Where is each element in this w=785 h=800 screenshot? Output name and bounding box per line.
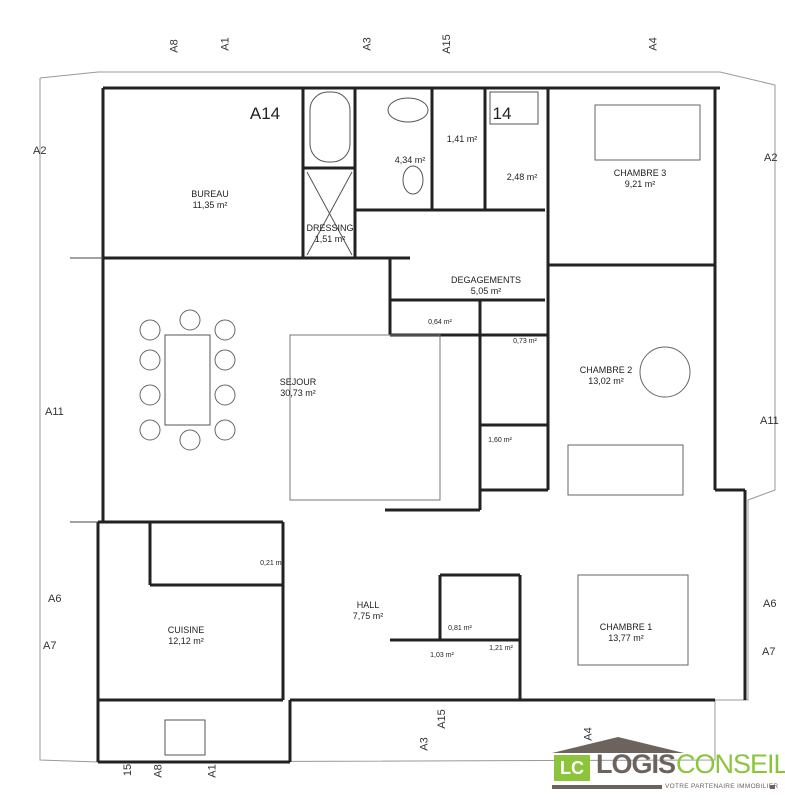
dressing-cross [306,171,353,256]
chair [214,349,236,371]
outer-boundary [39,71,776,763]
marker-a14: A14 [249,104,281,123]
marker-14: 14 [492,104,512,123]
logo-word-conseil: CONSEIL [676,749,785,779]
bathtub [309,91,351,163]
axis-right-a6: A6 [763,598,777,610]
logis-conseil-logo: LC LOGIS CONSEIL VOTRE PARTENAIRE IMMOBI… [548,735,785,795]
chair [214,384,236,406]
room-closet-2: 0,73 m² [513,338,537,345]
room-closet-4: 0,21 m² [260,560,284,567]
axis-right-a2: A2 [764,152,778,164]
sofa-area [289,334,441,501]
room-closet-5: 0,81 m² [448,625,472,632]
sink [387,97,429,123]
axis-left-a2: A2 [33,145,47,157]
chair [139,319,161,341]
axis-right-a11: A11 [760,415,779,427]
logo-tagline: VOTRE PARTENAIRE IMMOBILIER [665,783,779,790]
axis-top-a15: A15 [440,34,453,54]
bed-chambre-3 [594,104,701,161]
chair [139,384,161,406]
axis-bottom-a3: A3 [418,737,431,751]
bed-chambre-2 [567,444,684,496]
room-closet-1: 0,64 m² [428,319,452,326]
axis-top-a3: A3 [361,37,374,51]
chair [214,419,236,441]
axis-left-a11: A11 [45,406,64,418]
room-closet-6: 1,03 m² [430,652,454,659]
chair [139,349,161,371]
room-shower: 2,48 m² [506,172,538,182]
axis-top-a1: A1 [219,37,232,51]
logo-mark: LC [554,755,590,781]
dining-table [164,334,211,426]
room-bathroom: 4,34 m² [394,155,426,165]
axis-left-a6: A6 [48,593,62,605]
logo-roof-icon [552,737,775,789]
chair [179,309,201,331]
axis-top-a8: A8 [168,39,181,53]
shower-tray [489,91,539,125]
toilet [402,165,424,195]
bed-chambre-1 [577,574,689,666]
room-closet-7: 1,21 m² [489,645,513,652]
room-wc: 1,41 m² [446,134,478,144]
axis-left-a7: A7 [43,640,57,652]
chair [179,429,201,451]
axis-bottom-a15: A15 [435,709,448,729]
logo-word-logis: LOGIS [596,749,676,779]
cooktop [164,719,206,756]
chair [139,419,161,441]
room-closet-3: 1,60 m² [488,437,512,444]
round-table [639,346,691,398]
axis-bottom-15: 15 [122,763,135,777]
axis-top-a4: A4 [647,37,660,51]
axis-right-a7: A7 [762,646,776,658]
axis-bottom-a1: A1 [206,764,219,778]
chair [214,319,236,341]
axis-bottom-a8: A8 [152,764,165,778]
